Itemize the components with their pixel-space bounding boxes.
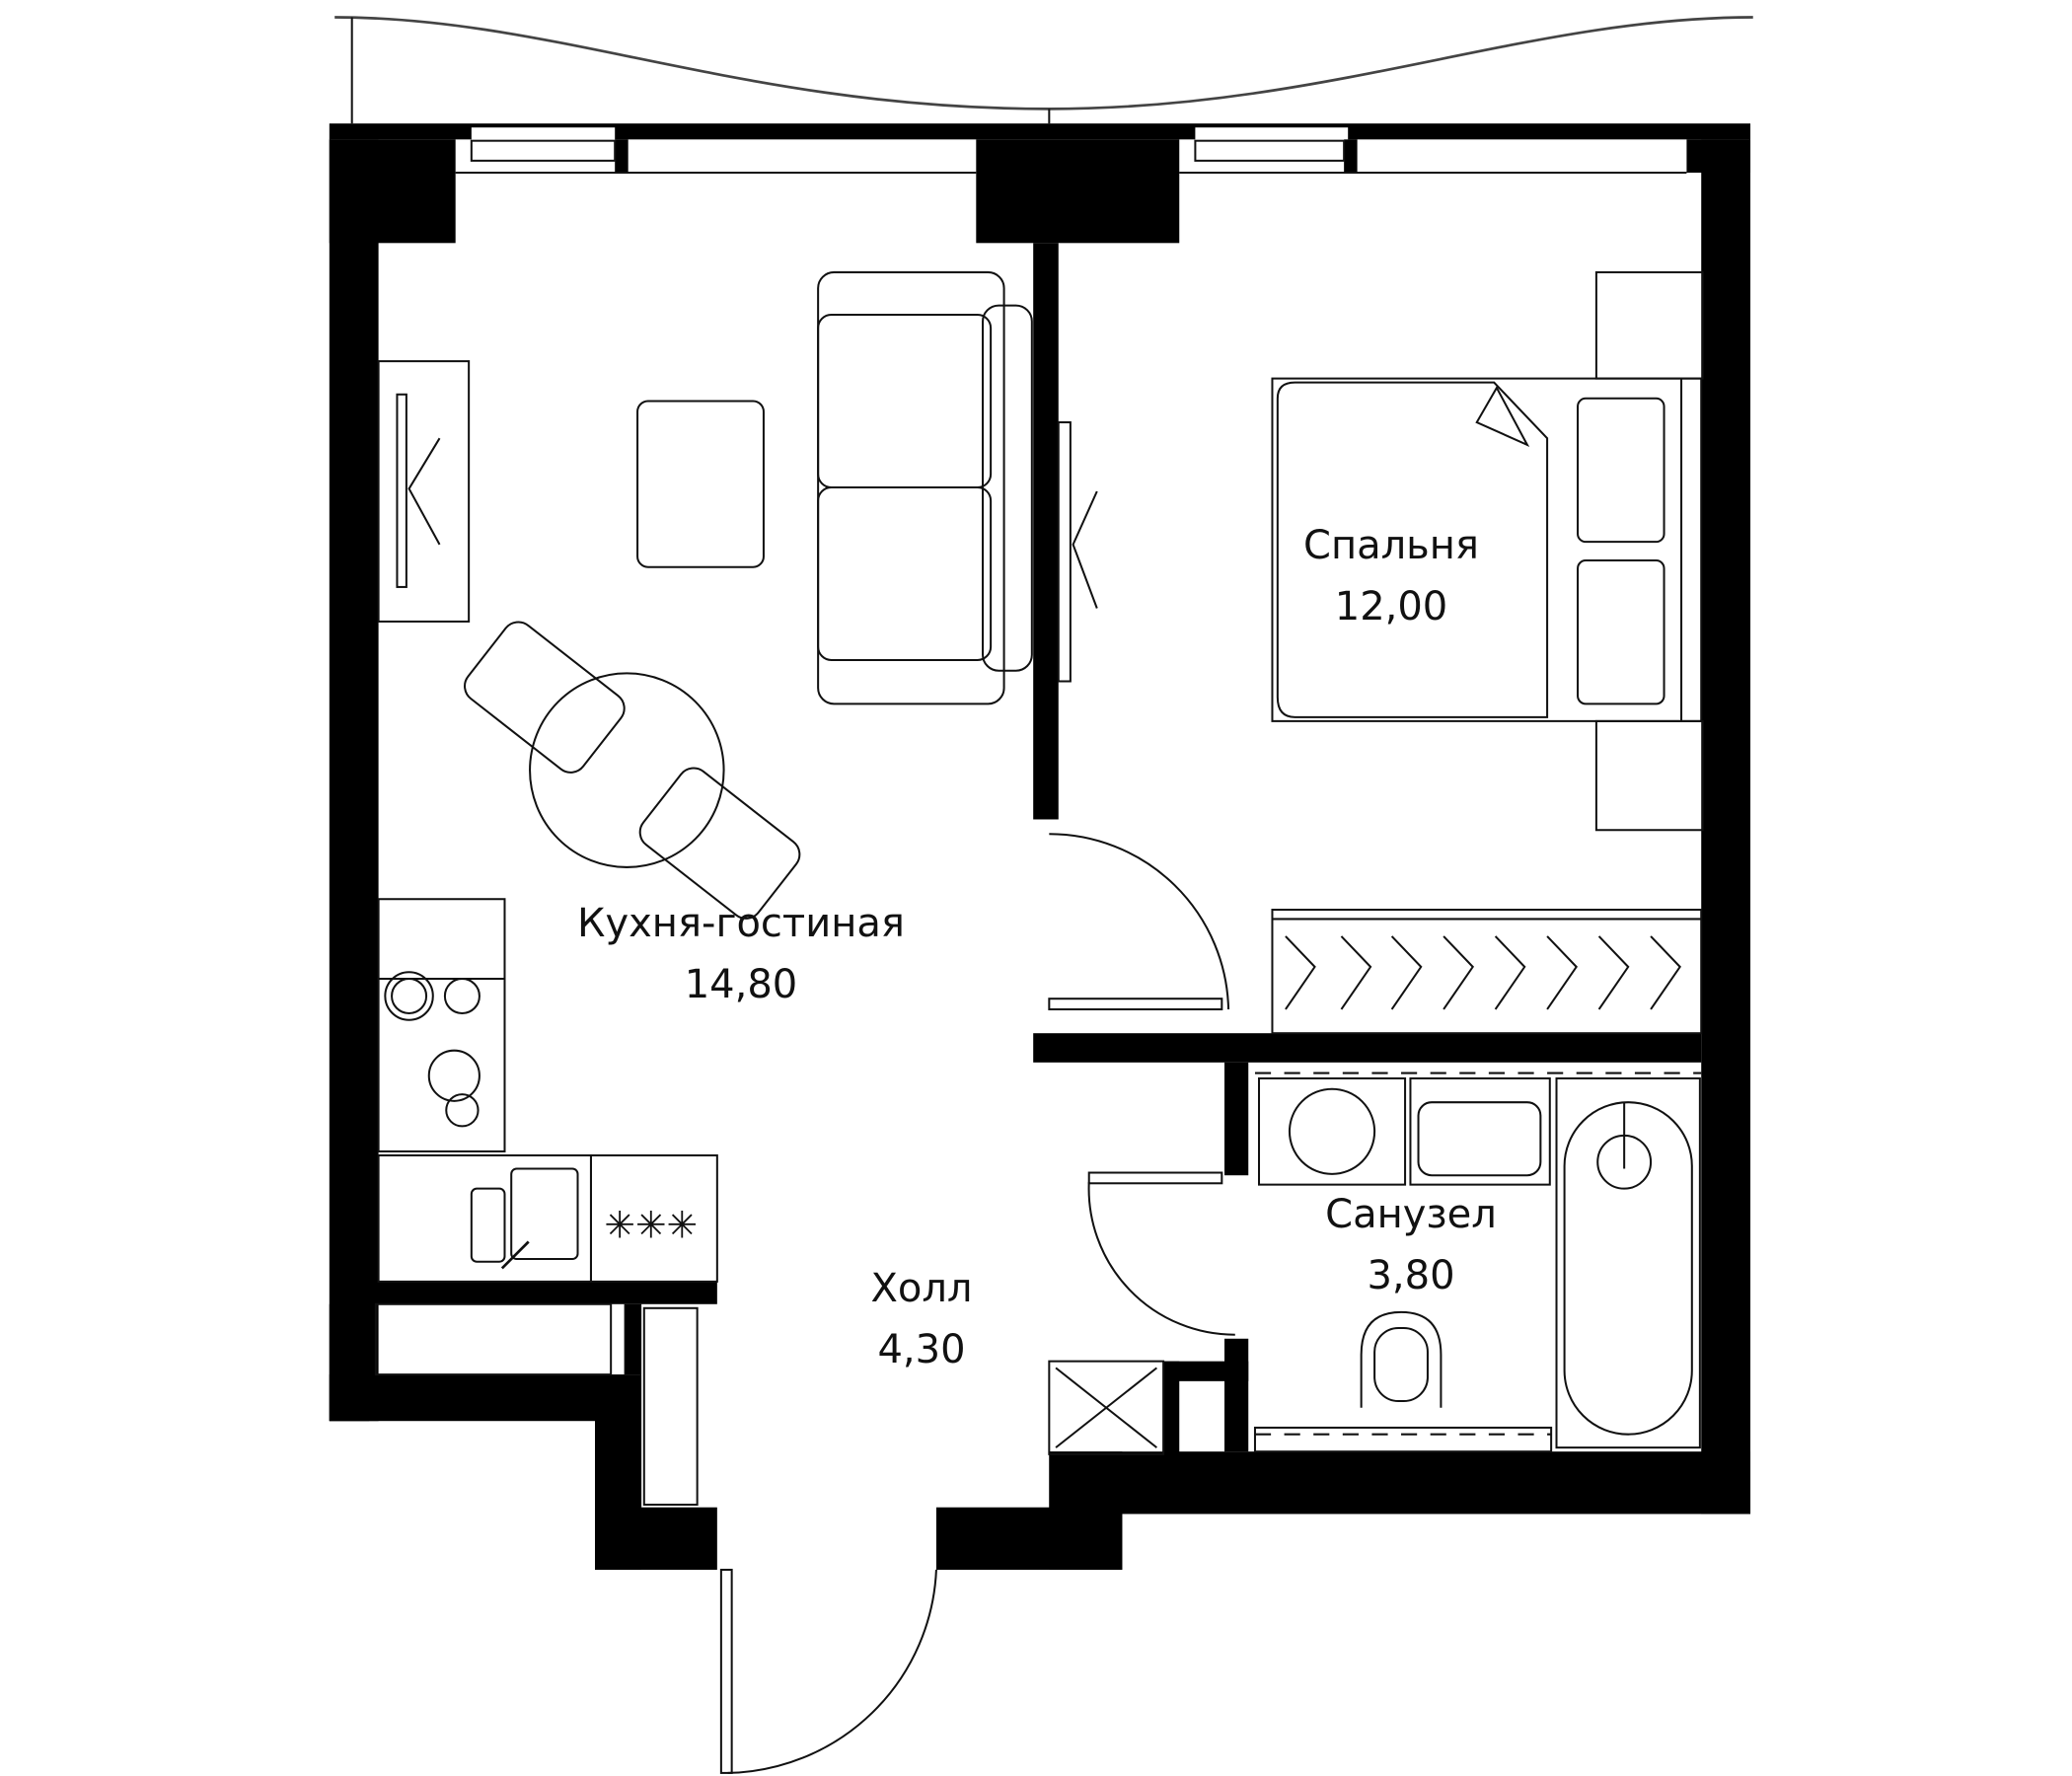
balcony-outline: [334, 16, 1753, 124]
shoe-cabinet: [642, 1306, 699, 1507]
dining-table: [464, 621, 801, 920]
kitchen-unit: ✳✳✳: [377, 898, 718, 1283]
svg-text:✳✳✳: ✳✳✳: [604, 1203, 698, 1246]
room-label-bedroom: Спальня 12,00: [1303, 515, 1479, 637]
room-name: Санузел: [1325, 1192, 1497, 1237]
double-bed: [1271, 270, 1704, 832]
sofa: [817, 270, 1033, 705]
room-area: 3,80: [1367, 1253, 1455, 1298]
tv-unit-living: [377, 360, 471, 623]
bedroom-door: [1048, 833, 1230, 1010]
room-area: 14,80: [684, 962, 798, 1007]
coffee-table: [636, 400, 765, 568]
room-label-kitchen-living: Кухня-гостиная 14,80: [577, 893, 905, 1015]
bathroom-fixtures: [1253, 1072, 1702, 1453]
room-area: 12,00: [1334, 584, 1448, 629]
shaft: [1048, 1360, 1165, 1455]
bedroom-tv-unit: [1057, 421, 1098, 683]
room-label-bathroom: Санузел 3,80: [1325, 1184, 1497, 1306]
exterior-walls: [329, 139, 1751, 1570]
bathroom-door: [1087, 1171, 1235, 1336]
wardrobe: [1271, 909, 1703, 1035]
room-name: Кухня-гостиная: [577, 901, 905, 946]
room-name: Спальня: [1303, 523, 1479, 568]
entrance-door: [719, 1568, 937, 1774]
top-wall-windows: [329, 123, 1751, 244]
room-area: 4,30: [877, 1327, 966, 1372]
room-name: Холл: [870, 1266, 973, 1311]
room-label-hall: Холл 4,30: [870, 1258, 972, 1380]
